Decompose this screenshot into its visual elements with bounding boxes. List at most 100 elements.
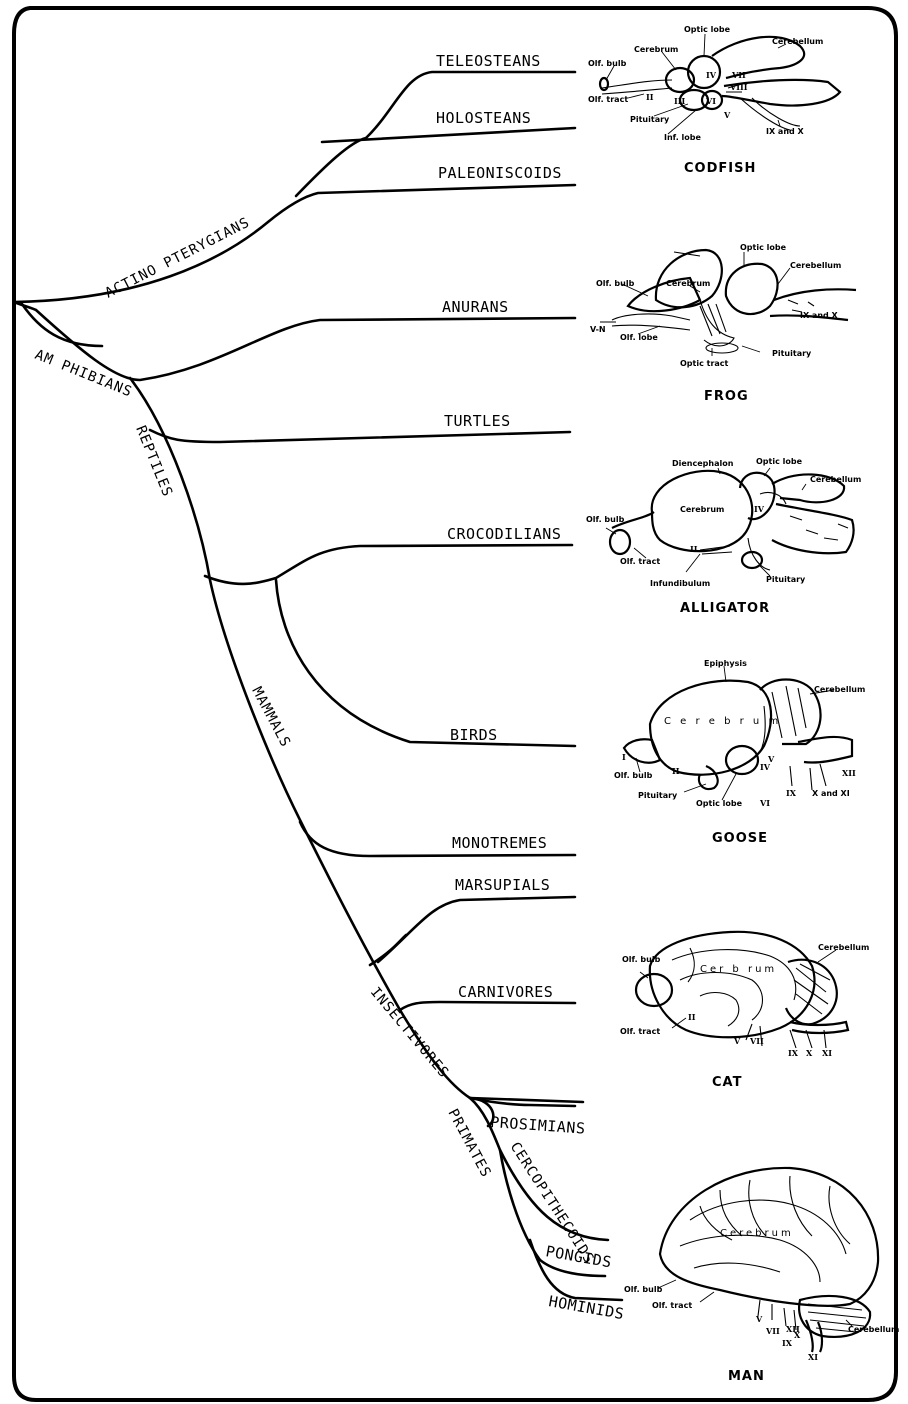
tip-crocodilians: CROCODILIANS xyxy=(447,525,561,543)
alligator-brain-illustration: II IV xyxy=(610,471,854,570)
codfish-numeral-iv: IV xyxy=(706,70,717,80)
alligator-label-cerebrum: Cerebrum xyxy=(680,505,724,514)
branch-holosteans xyxy=(322,128,575,142)
codfish-title: CODFISH xyxy=(684,161,756,176)
codfish-label-optic-lobe: Optic lobe xyxy=(684,25,731,34)
codfish-numeral-vi: VI xyxy=(705,96,716,106)
goose-numeral-ix: IX xyxy=(786,788,797,798)
page-frame xyxy=(14,8,896,1400)
branch-birds xyxy=(276,580,575,746)
tip-turtles: TURTLES xyxy=(444,412,511,430)
cat-numeral-ii: II xyxy=(688,1012,696,1022)
frog-label-cerebellum: Cerebellum xyxy=(790,261,841,270)
codfish-numeral-v: V xyxy=(723,110,731,120)
frog-label-olf-lobe: Olf. lobe xyxy=(620,333,658,342)
goose-label-x-and-xi: X and XI xyxy=(812,789,850,798)
tip-paleoniscoids: PALEONISCOIDS xyxy=(438,164,562,182)
man-label-cerebellum: Cerebellum xyxy=(848,1325,899,1334)
goose-title: GOOSE xyxy=(712,831,768,846)
cat-label-cerebrum: Cer b rum xyxy=(700,964,777,975)
goose-label-cerebellum: Cerebellum xyxy=(814,685,865,694)
tip-teleosteans: TELEOSTEANS xyxy=(436,52,541,70)
goose-numeral-xii: XII xyxy=(842,768,856,778)
frog-brain-figure: Optic lobe Cerebellum Olf. bulb Cerebrum… xyxy=(590,243,856,404)
alligator-title: ALLIGATOR xyxy=(680,601,770,616)
cat-numeral-ix: IX xyxy=(788,1048,799,1058)
frog-label-pituitary: Pituitary xyxy=(772,349,812,358)
codfish-numeral-vii: VII xyxy=(731,70,746,80)
tip-anurans: ANURANS xyxy=(442,298,509,316)
tip-prosimians: PROSIMIANS xyxy=(490,1113,586,1138)
branch-turtles xyxy=(150,430,570,442)
man-numeral-v: V xyxy=(755,1314,763,1324)
label-insectivores: INSECTIVORES xyxy=(367,984,452,1081)
tip-holosteans: HOLOSTEANS xyxy=(436,109,531,127)
goose-numeral-vi: VI xyxy=(759,798,770,808)
tip-birds: BIRDS xyxy=(450,726,498,744)
codfish-label-inf-lobe: Inf. lobe xyxy=(664,133,702,142)
frog-label-v-n: V-N xyxy=(590,325,606,334)
man-numeral-ix: IX xyxy=(782,1338,793,1348)
cat-label-olf-bulb: Olf. bulb xyxy=(622,955,661,964)
goose-label-optic-lobe: Optic lobe xyxy=(696,799,743,808)
codfish-label-cerebellum: Cerebellum xyxy=(772,37,823,46)
branch-teleost-holostean-split xyxy=(296,138,366,196)
alligator-label-diencephalon: Diencephalon xyxy=(672,459,734,468)
frog-title: FROG xyxy=(704,389,749,404)
frog-label-cerebrum: Cerebrum xyxy=(666,279,710,288)
frog-label-ix-and-x: IX and X xyxy=(800,311,839,320)
goose-brain-figure: C e r e b r u m I II IV V VI IX XII Epip… xyxy=(614,659,865,846)
man-numeral-xii: XII xyxy=(786,1324,800,1334)
cat-title: CAT xyxy=(712,1075,742,1090)
alligator-label-optic-lobe: Optic lobe xyxy=(756,457,803,466)
goose-numeral-v: V xyxy=(767,754,775,764)
goose-label-epiphysis: Epiphysis xyxy=(704,659,747,668)
alligator-label-pituitary: Pituitary xyxy=(766,575,806,584)
cat-numeral-v: V xyxy=(733,1036,741,1046)
man-numeral-vii: VII xyxy=(765,1326,780,1336)
cat-numeral-x: X xyxy=(806,1048,813,1058)
tip-carnivores: CARNIVORES xyxy=(458,983,553,1001)
alligator-label-cerebellum: Cerebellum xyxy=(810,475,861,484)
label-reptiles: REPTILES xyxy=(132,424,175,500)
cat-brain-illustration: Cer b rum II V VII IX X XI xyxy=(636,932,848,1058)
branch-crocodilians xyxy=(205,545,572,584)
tip-hominids: HOMINIDS xyxy=(547,1292,625,1323)
branch-actinopterygians xyxy=(14,185,575,302)
man-label-cerebrum: Cerebrum xyxy=(720,1228,794,1239)
alligator-label-olf-bulb: Olf. bulb xyxy=(586,515,625,524)
alligator-numeral-iv: IV xyxy=(754,504,765,514)
codfish-label-olf-bulb: Olf. bulb xyxy=(588,59,627,68)
man-brain-figure: Cerebrum V VII IX X XI XII Olf. bulb Olf… xyxy=(624,1168,899,1384)
man-title: MAN xyxy=(728,1369,765,1384)
cat-label-olf-tract: Olf. tract xyxy=(620,1027,660,1036)
trunk-reptiles xyxy=(130,378,470,1098)
frog-label-optic-lobe: Optic lobe xyxy=(740,243,787,252)
goose-numeral-ii: II xyxy=(672,766,680,776)
goose-label-cerebrum: C e r e b r u m xyxy=(664,716,781,727)
man-numeral-xi: XI xyxy=(808,1352,818,1362)
man-label-olf-tract: Olf. tract xyxy=(652,1301,692,1310)
codfish-label-pituitary: Pituitary xyxy=(630,115,670,124)
frog-label-olf-bulb: Olf. bulb xyxy=(596,279,635,288)
label-actinopterygians: ACTINO PTERYGIANS xyxy=(103,215,253,302)
cat-numeral-xi: XI xyxy=(822,1048,832,1058)
alligator-label-infundibulum: Infundibulum xyxy=(650,579,710,588)
branch-marsupials xyxy=(378,897,575,962)
goose-numeral-i: I xyxy=(622,752,626,762)
branch-anurans xyxy=(36,310,575,380)
cat-numeral-vii: VII xyxy=(749,1036,764,1046)
branch-teleosteans xyxy=(366,72,575,138)
cat-label-cerebellum: Cerebellum xyxy=(818,943,869,952)
codfish-label-ix-and-x: IX and X xyxy=(766,127,805,136)
codfish-numeral-iii: III xyxy=(674,96,685,106)
codfish-numeral-ii: II xyxy=(646,92,654,102)
goose-label-olf-bulb: Olf. bulb xyxy=(614,771,653,780)
codfish-numeral-viii: VIII xyxy=(729,82,748,92)
codfish-label-cerebrum: Cerebrum xyxy=(634,45,678,54)
alligator-label-olf-tract: Olf. tract xyxy=(620,557,660,566)
codfish-brain-figure: II III IV V VI VII VIII Optic lobe Cereb… xyxy=(588,25,840,176)
goose-label-pituitary: Pituitary xyxy=(638,791,678,800)
tip-monotremes: MONOTREMES xyxy=(452,834,547,852)
